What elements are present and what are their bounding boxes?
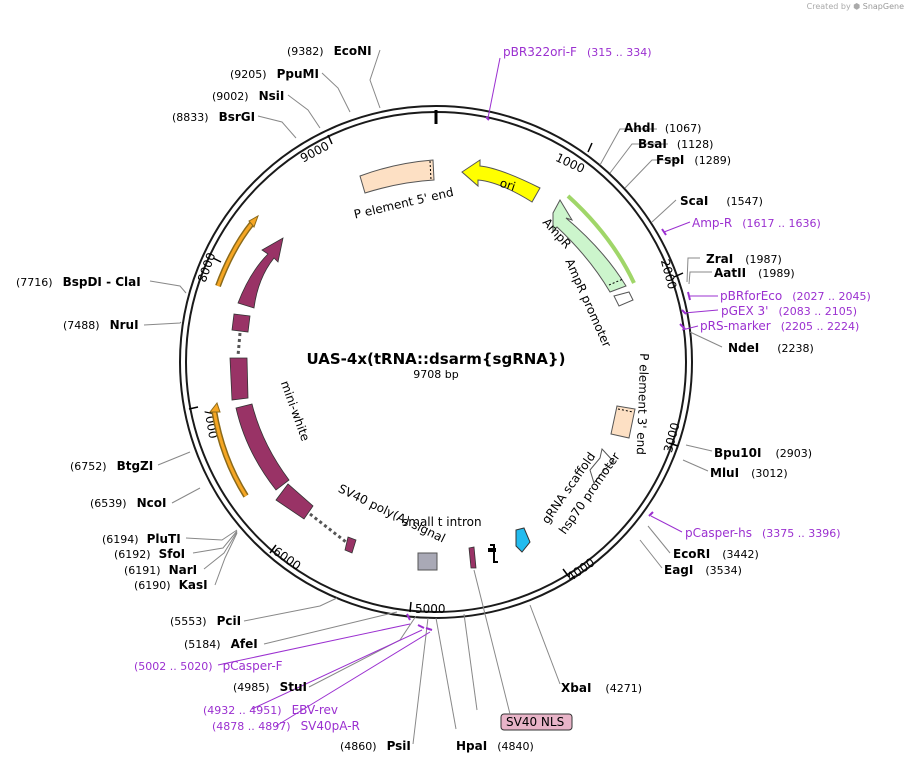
primer-sv40pa-r: (4878 .. 4897)SV40pA-R [212,719,360,733]
sv40-nls-label: SV40 NLS [506,715,564,729]
primer-pcasper-f: (5002 .. 5020)pCasper-F [134,659,283,673]
small-t-intron-feature [417,552,438,571]
site-aatii: AatII(1989) [714,266,795,280]
tick-label-8000: 8000 [195,251,219,284]
sv40-nls-feature [468,546,477,569]
site-mlui: MluI(3012) [710,466,788,480]
site-stui: (4985)StuI [233,680,307,694]
site-afei: (5184)AfeI [184,637,258,651]
grna-feature [515,527,531,553]
primer-pbr322ori-f: pBR322ori-F(315 .. 334) [503,45,652,59]
primer-pcasper-hs: pCasper-hs(3375 .. 3396) [685,526,841,540]
credit-prefix: Created by [806,2,851,11]
site-eagi: EagI(3534) [664,563,742,577]
site-pluti: (6194)PluTI [102,532,181,546]
site-kasi: (6190)KasI [134,578,208,592]
site-ppumi: (9205)PpuMI [230,67,319,81]
site-ahdi: AhdI(1067) [624,121,701,135]
primer-marks [406,116,691,631]
site-bsai: BsaI(1128) [638,137,713,151]
site-ncoi: (6539)NcoI [90,496,166,510]
tick-label-1000: 1000 [553,150,587,176]
primer-ebv-rev: (4932 .. 4951)EBV-rev [203,703,338,717]
ampr-feature [552,198,627,293]
ori-label: ori [498,176,517,194]
snapgene-credit: Created by ⬢ SnapGene [806,2,904,11]
site-ecori: EcoRI(3442) [673,547,759,561]
site-fspi: FspI(1289) [656,153,731,167]
site-nsii: (9002)NsiI [212,89,284,103]
site-bspdi-clai: (7716)BspDI - ClaI [16,275,141,289]
credit-brand: SnapGene [862,2,904,11]
site-pcii: (5553)PciI [170,614,241,628]
site-xbai: XbaI(4271) [561,681,642,695]
tick-label-2000: 2000 [658,258,679,291]
small-t-intron-label: small t intron [402,515,482,529]
primer-pgex-3: pGEX 3'(2083 .. 2105) [721,304,857,318]
site-bsrgi: (8833)BsrGI [172,110,255,124]
sv40-polya-label: SV40 poly(A) signal [336,482,447,546]
ampr-promoter-feature [613,291,634,307]
mini-white-feature [229,237,347,544]
site-btgzi: (6752)BtgZI [70,459,153,473]
p-element-3-label: P element 3' end [634,353,652,455]
tick-marks [188,134,684,613]
site-sfoi: (6192)SfoI [114,547,185,561]
tick-label-3000: 3000 [661,421,682,454]
trna-feature [490,544,498,563]
p-element-5-feature [359,159,435,194]
primer-prs-marker: pRS-marker(2205 .. 2224) [700,319,859,333]
mini-white-label: mini-white [278,379,313,443]
sv40-nls-box [500,713,573,731]
primer-leader-lines [217,57,719,727]
ampr-highlight [566,194,636,284]
sv40-polya-feature [344,536,357,554]
hsp70-promoter-feature [589,447,615,485]
site-nrui: (7488)NruI [63,318,139,332]
site-econi: (9382)EcoNI [287,44,372,58]
site-psii: (4860)PsiI [340,739,411,753]
site-bpu10i: Bpu10I(2903) [714,446,812,460]
tick-label-5000: 5000 [415,602,446,616]
plasmid-length: 9708 bp [413,368,458,381]
ori-feature [461,159,541,203]
site-nari: (6191)NarI [124,563,197,577]
site-zrai: ZraI(1987) [706,252,782,266]
site-hpai: HpaI(4840) [456,739,534,753]
p-element-3-feature [610,405,636,439]
primer-amp-r: Amp-R(1617 .. 1636) [692,216,821,230]
tick-label-6000: 6000 [270,544,303,573]
site-scai: ScaI(1547) [680,194,763,208]
plasmid-name: UAS-4x(tRNA::dsarm{sgRNA}) [307,350,566,368]
site-ndei: NdeI(2238) [728,341,814,355]
tick-label-4000: 4000 [564,555,597,584]
primer-pbrforeco: pBRforEco(2027 .. 2045) [720,289,871,303]
